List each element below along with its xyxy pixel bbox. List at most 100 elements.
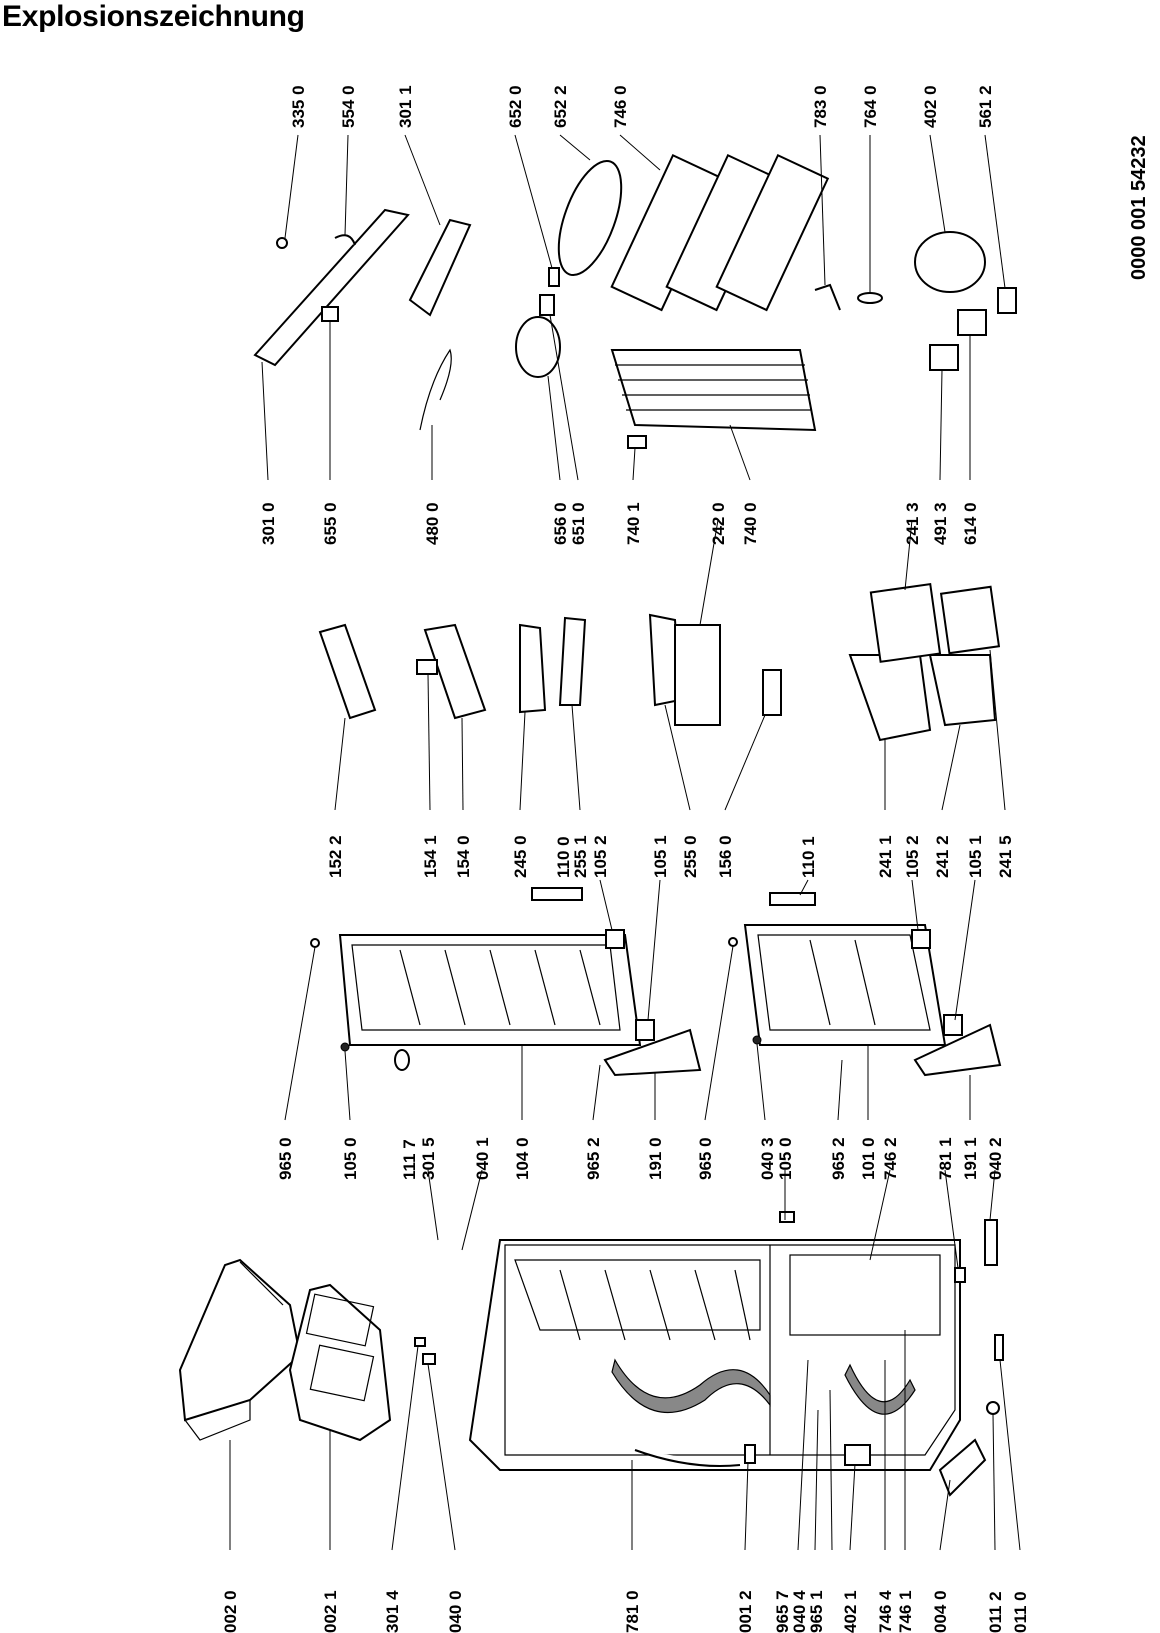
callout-0402: 040 2 [986, 1137, 1005, 1180]
fan-motor-part-6510 [539, 294, 555, 316]
callout-1040: 104 0 [513, 1137, 532, 1180]
drawer-cover-part-2413 [869, 583, 942, 663]
callout-6520: 652 0 [506, 85, 525, 128]
worktop-frame-part [288, 1283, 392, 1442]
callout-1540: 154 0 [454, 835, 473, 878]
callout-3350: 335 0 [289, 85, 308, 128]
callout-1910: 191 0 [646, 1137, 665, 1180]
control-panel-part-3010 [253, 208, 410, 367]
callout-2412: 241 2 [933, 835, 952, 878]
plug-part-0012 [744, 1444, 756, 1464]
clip-part-0400 [422, 1353, 436, 1365]
starter-part-6140 [957, 309, 987, 336]
cable-part-5540 [334, 234, 356, 246]
screw-part-1050b [752, 1035, 762, 1045]
pipe-part-7830 [814, 283, 841, 311]
callout-6522: 652 2 [551, 85, 570, 128]
callout-9650b: 965 0 [696, 1137, 715, 1180]
handle-part-1100 [531, 887, 583, 901]
callout-4913: 491 3 [931, 502, 950, 545]
callout-1052b: 105 2 [903, 835, 922, 878]
callout-7460: 746 0 [611, 85, 630, 128]
callout-1051b: 105 1 [966, 835, 985, 878]
callout-9650a: 965 0 [276, 1137, 295, 1180]
wiring-part-4800 [419, 348, 452, 431]
top-cover-part [178, 1258, 302, 1441]
callout-4020: 402 0 [921, 85, 940, 128]
callout-0021: 002 1 [321, 1590, 340, 1633]
callout-7640: 764 0 [861, 85, 880, 128]
base-part-0040 [938, 1438, 987, 1497]
hinge-part-1052b [911, 929, 931, 949]
callout-5540: 554 0 [339, 85, 358, 128]
callout-7400: 740 0 [741, 502, 760, 545]
callout-0404: 040 4 [790, 1590, 809, 1633]
filter-part-7640 [857, 292, 883, 304]
callout-1522: 152 2 [326, 835, 345, 878]
callout-0040: 004 0 [931, 1590, 950, 1633]
callout-2551: 255 1 [571, 835, 590, 878]
door-rack-part-1540 [423, 623, 487, 720]
callout-2550: 255 0 [681, 835, 700, 878]
callout-1101: 110 1 [799, 836, 818, 878]
clamp-part-5612 [997, 287, 1017, 314]
gasket-part-1910 [603, 1028, 702, 1077]
hinge-part-0402 [984, 1219, 998, 1266]
handle-part-1101 [769, 892, 816, 906]
callout-7810: 781 0 [623, 1590, 642, 1633]
callout-7811: 781 1 [936, 1137, 955, 1180]
screw-part-9650a [310, 938, 320, 948]
pin-part-0403 [779, 1211, 795, 1223]
callout-7830: 783 0 [811, 85, 830, 128]
drawer-part-2412 [928, 654, 997, 727]
callout-0401: 040 1 [473, 1137, 492, 1180]
callout-1051a: 105 1 [651, 835, 670, 878]
gasket-part-1911 [913, 1023, 1002, 1077]
shelf-part-2551 [558, 616, 587, 706]
callout-4800: 480 0 [423, 502, 442, 545]
page-title: Explosionszeichnung [2, 0, 305, 33]
callout-2450: 245 0 [511, 835, 530, 878]
callout-6140: 614 0 [961, 502, 980, 545]
callout-7401: 740 1 [624, 502, 643, 545]
callout-7464: 746 4 [876, 1590, 895, 1633]
fan-cover-part-6560 [515, 316, 561, 378]
callout-3014: 301 4 [383, 1590, 402, 1633]
fan-part-6520 [548, 267, 560, 287]
callout-2411: 241 1 [876, 835, 895, 878]
callout-6510: 651 0 [569, 502, 588, 545]
callout-6560: 656 0 [551, 502, 570, 545]
relay-part-4913 [929, 344, 959, 371]
evaporator-part-7460 [610, 154, 830, 312]
screw-part-9650b [728, 937, 738, 947]
callout-0112: 011 2 [986, 1591, 1005, 1633]
callout-1100: 110 0 [554, 836, 573, 878]
screw-part-1050a [340, 1042, 350, 1052]
callout-2413: 241 3 [903, 502, 922, 545]
clip-part-3014 [414, 1337, 426, 1347]
grid-part-1560 [762, 669, 782, 716]
compressor-part-4020 [914, 231, 986, 293]
cover-part-3011 [408, 218, 472, 317]
fan-housing-part-6522 [557, 159, 623, 277]
callout-1117: 111 7 [400, 1139, 419, 1180]
callout-0020: 002 0 [221, 1590, 240, 1633]
callout-1050a: 105 0 [341, 1137, 360, 1180]
cabinet-body-part [468, 1239, 961, 1471]
grommet-part-1117 [394, 1049, 410, 1071]
foot-part-0112 [986, 1401, 1000, 1415]
door-rack-part-1522 [318, 623, 377, 720]
callout-4021: 402 1 [841, 1590, 860, 1633]
callout-1010: 101 0 [859, 1137, 878, 1180]
hose-part-7810 [634, 1449, 741, 1467]
callout-9651: 965 1 [807, 1590, 826, 1633]
knob-part-3350 [276, 237, 288, 249]
hinge-part-1052a [605, 929, 625, 949]
callout-9657: 965 7 [773, 1590, 792, 1633]
lamp-part-6550 [321, 306, 339, 322]
freezer-door-part [338, 934, 642, 1046]
bracket-part-7401 [627, 435, 647, 449]
callout-1052a: 105 2 [591, 835, 610, 878]
thermostat-part-4021 [844, 1444, 871, 1466]
callout-9652a: 965 2 [584, 1137, 603, 1180]
